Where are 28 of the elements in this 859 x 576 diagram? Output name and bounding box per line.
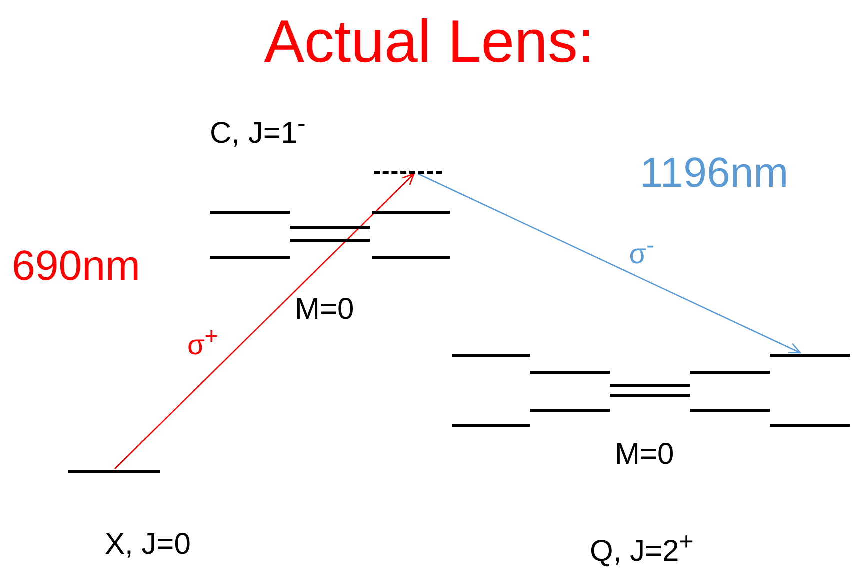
energy-level-line — [690, 409, 770, 412]
state-label: Q, J=2$^{+}$ — [590, 530, 694, 567]
wavelength-label: 690nm — [12, 245, 140, 287]
wavelength-label: 1196nm — [640, 152, 789, 194]
energy-level-line — [770, 354, 850, 357]
title: Actual Lens: — [263, 12, 596, 72]
energy-level-line — [372, 256, 450, 259]
energy-level-line — [210, 256, 290, 259]
energy-level-line — [690, 371, 770, 374]
energy-level-line — [530, 371, 610, 374]
energy-level-line — [68, 470, 160, 473]
energy-level-line — [290, 239, 370, 242]
energy-level-line — [610, 384, 690, 387]
energy-level-line — [530, 409, 610, 412]
energy-level-line — [290, 226, 370, 229]
virtual-level-line — [374, 171, 442, 174]
arrow — [418, 173, 802, 354]
arrow — [114, 173, 415, 470]
energy-level-line — [210, 211, 290, 214]
energy-level-line — [610, 394, 690, 397]
energy-level-line — [452, 424, 530, 427]
state-label: C, J=1$^{-}$ — [210, 112, 306, 149]
sublevel-label: M=0 — [615, 440, 674, 470]
energy-level-line — [452, 354, 530, 357]
sublevel-label: M=0 — [295, 295, 354, 325]
energy-level-line — [770, 424, 850, 427]
state-label: X, J=0 — [105, 530, 191, 560]
energy-level-line — [372, 211, 450, 214]
